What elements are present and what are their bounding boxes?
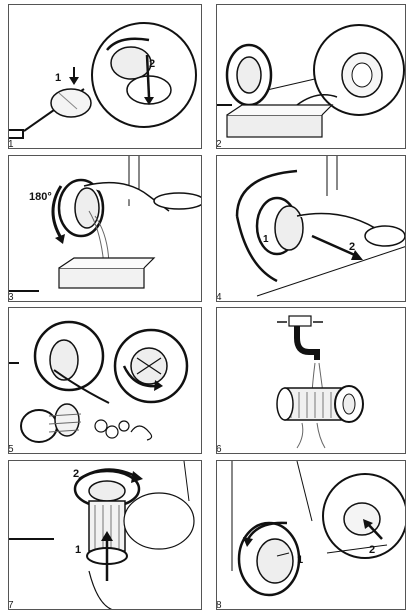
step-label-2: 2 xyxy=(349,241,355,253)
step-label-1: 1 xyxy=(297,554,303,566)
step-panel-5: 5 xyxy=(8,307,202,454)
panel-number: 2 xyxy=(216,139,222,149)
step-panel-4: 1 2 4 xyxy=(216,155,406,302)
illustration-close-filter-cover: 1 2 xyxy=(231,461,405,597)
illustration-pull-filter-out: 1 2 xyxy=(235,156,405,297)
step-panel-7: 2 1 7 xyxy=(8,460,202,610)
illustration-place-tray xyxy=(217,24,405,138)
illustration-reinsert-filter: 2 1 xyxy=(9,461,195,609)
panel-number: 4 xyxy=(216,292,222,302)
rotation-label: 180° xyxy=(29,191,52,203)
step-panel-2: 2 xyxy=(216,4,406,149)
step-panel-6: 6 xyxy=(216,307,406,454)
step-panel-8: 1 2 8 xyxy=(216,460,406,610)
panel-number: 7 xyxy=(8,600,14,610)
panel-number: 3 xyxy=(8,292,14,302)
panel-number: 8 xyxy=(216,600,222,610)
panel-number: 6 xyxy=(216,444,222,454)
step-label-2: 2 xyxy=(149,58,155,70)
step-label-1: 1 xyxy=(55,72,61,84)
step-label-2: 2 xyxy=(369,544,375,556)
step-label-1: 1 xyxy=(263,234,269,245)
illustration-turn-filter-drain-water: 180° xyxy=(9,156,201,292)
illustration-clean-filter-housing xyxy=(9,320,189,443)
illustration-remove-filter-cover: 1 2 xyxy=(9,22,197,139)
step-label-2: 2 xyxy=(73,468,79,480)
step-panel-3: 180° 3 xyxy=(8,155,202,302)
step-panel-1: 1 2 1 xyxy=(8,4,202,149)
step-label-1: 1 xyxy=(75,544,81,556)
illustration-rinse-filter-under-tap xyxy=(276,315,364,449)
panel-number: 1 xyxy=(8,139,14,149)
panel-number: 5 xyxy=(8,444,14,454)
